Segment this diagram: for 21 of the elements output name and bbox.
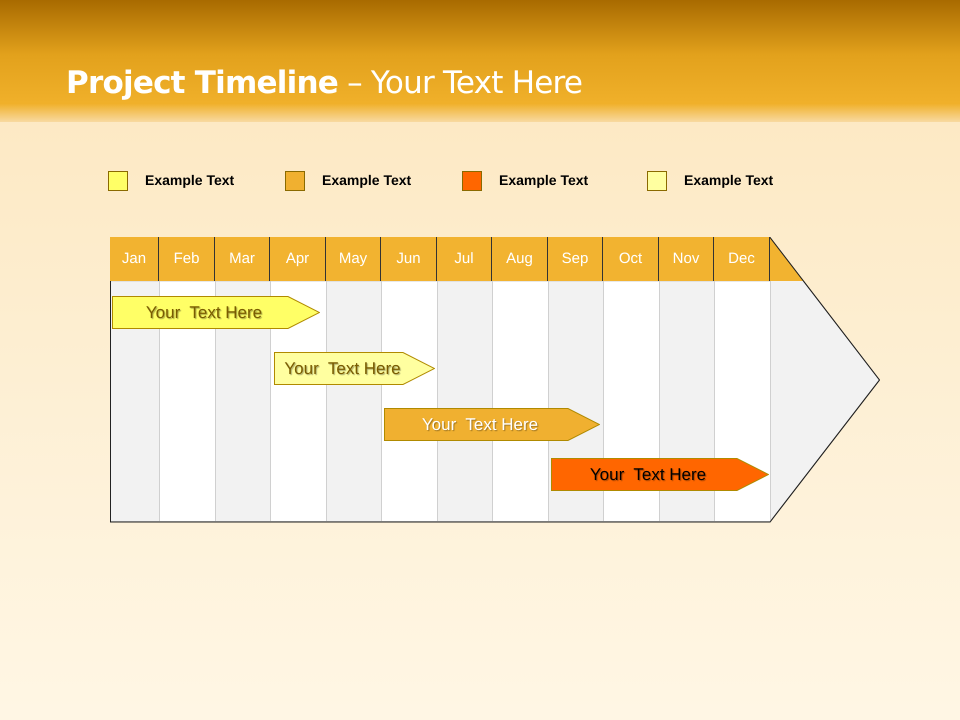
month-header-cell: Apr bbox=[270, 237, 326, 281]
month-header-cell: Oct bbox=[603, 237, 659, 281]
month-header-cell: Feb bbox=[159, 237, 215, 281]
timeline-bar: Your Text Here bbox=[274, 352, 435, 385]
legend-label: Example Text bbox=[322, 171, 412, 190]
month-header-cell: Jun bbox=[381, 237, 437, 281]
month-header-cell: Aug bbox=[492, 237, 548, 281]
timeline-bar: Your Text Here bbox=[551, 458, 769, 491]
month-header-cell: Mar bbox=[215, 237, 270, 281]
month-header-cell: Jan bbox=[110, 237, 159, 281]
legend-label: Example Text bbox=[684, 171, 774, 190]
timeline-bar: Your Text Here bbox=[384, 408, 600, 441]
month-header-cell: Nov bbox=[659, 237, 714, 281]
month-header-cell: May bbox=[326, 237, 381, 281]
legend-label: Example Text bbox=[499, 171, 588, 190]
month-header-cell: Sep bbox=[548, 237, 603, 281]
legend-label: Example Text bbox=[145, 171, 234, 190]
timeline-bar: Your Text Here bbox=[112, 296, 320, 329]
slide-title: Project Timeline – Your Text Here bbox=[66, 64, 582, 103]
month-header-cell: Dec bbox=[714, 237, 770, 281]
month-header-cell: Jul bbox=[437, 237, 492, 281]
